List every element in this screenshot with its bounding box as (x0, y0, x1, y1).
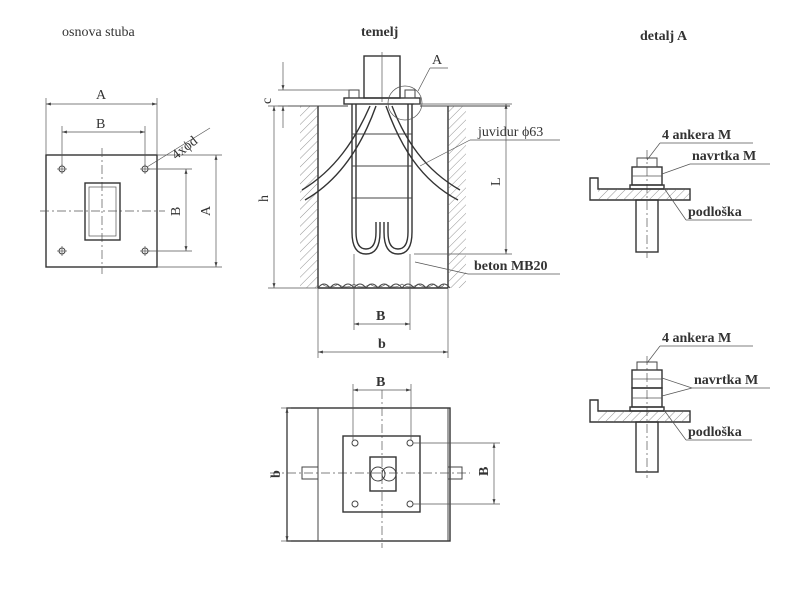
dim-a-right: A (199, 205, 214, 216)
dim-b-top: B (96, 117, 105, 132)
dim-b-plan-top: B (376, 375, 385, 390)
label-nut-bottom: navrtka M (694, 373, 758, 388)
label-anchors-bottom: 4 ankera M (662, 331, 731, 346)
detail-a-bottom: 4 ankera M navrtka M podloška (589, 331, 770, 478)
title-temelj: temelj (361, 25, 398, 40)
dim-a-top: A (96, 88, 107, 103)
foundation-plan: B B b (269, 375, 500, 548)
conduit-pipes (301, 105, 461, 201)
label-anchors-top: 4 ankera M (662, 128, 731, 143)
detail-a-marker: A (432, 53, 443, 68)
label-washer-bottom: podloška (688, 425, 742, 440)
dim-l: L (489, 177, 504, 186)
dim-b-width: b (378, 337, 386, 352)
dim-b-plan-right: B (477, 467, 492, 476)
dim-b-plan-left: b (269, 470, 284, 478)
dim-b-section: B (376, 309, 385, 324)
gravel-bed (317, 283, 451, 289)
label-nut-top: navrtka M (692, 149, 756, 164)
title-osnova-stuba: osnova stuba (62, 25, 136, 40)
bolt-hole-marks (57, 164, 150, 256)
foundation-section: A c h L juvidur ϕ63 beton MB20 B b (257, 52, 560, 358)
label-juvidur: juvidur ϕ63 (477, 125, 543, 140)
detail-a-top: 4 ankera M navrtka M podloška (589, 128, 770, 258)
dim-b-right: B (169, 207, 184, 216)
dim-h: h (257, 195, 272, 202)
dim-holes: 4xϕd (169, 134, 201, 163)
label-washer-top: podloška (688, 205, 742, 220)
base-plate-view: A B B A 4xϕd (40, 88, 222, 274)
dim-c: c (260, 98, 275, 104)
title-detalj-a: detalj A (640, 29, 688, 44)
label-beton: beton MB20 (474, 259, 548, 274)
